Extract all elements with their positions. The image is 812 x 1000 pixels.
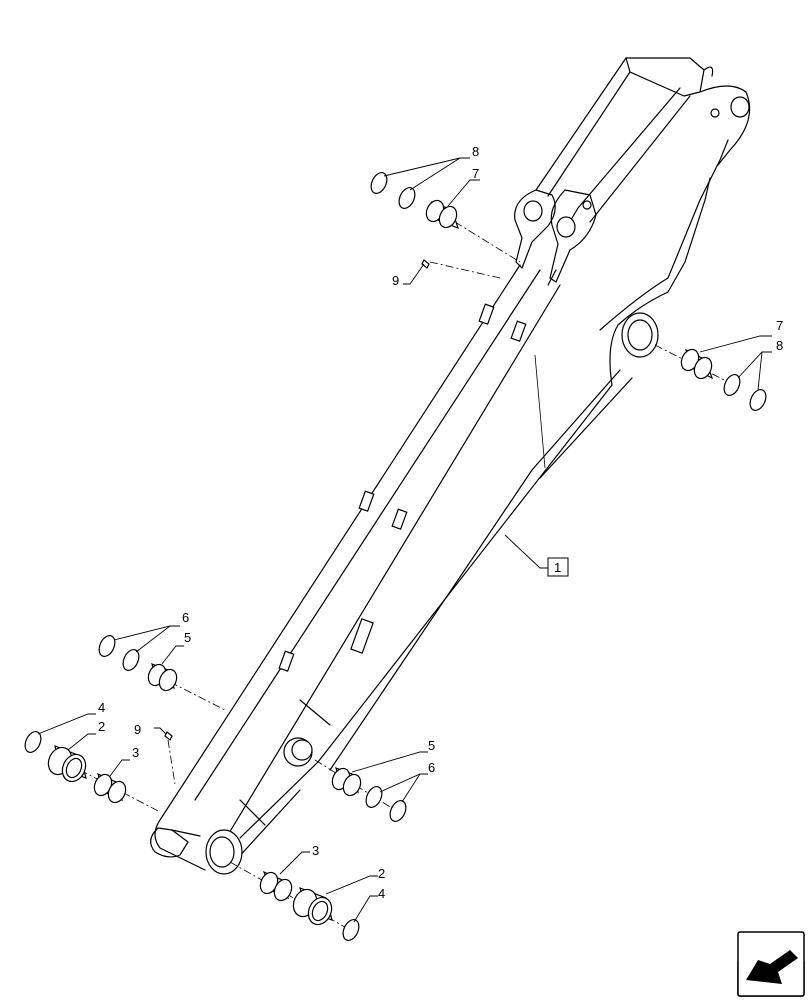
ring-right-1 [723,374,741,396]
callout-6-mid-left: 6 [182,610,189,625]
pin-top-left [425,199,459,230]
boom-lug-hole-right [556,216,576,238]
bush-bottom [292,887,333,926]
grease-nipple-bottom [164,731,173,741]
boom-gear-boss [283,737,313,767]
boom-foot [150,827,243,875]
callout-2-left: 2 [98,719,105,734]
ring-bottom [342,919,360,941]
boom-top-grease-point [710,108,720,118]
callout-6-bottom: 6 [428,760,435,775]
callout-labels: 8 7 9 7 8 6 5 4 2 3 9 5 6 3 2 4 [98,144,783,901]
callout-7-top: 7 [472,166,479,181]
sleeve-bottom [259,870,293,902]
callout-3-bottom: 3 [312,843,319,858]
bush-left [47,745,87,783]
pin-right [680,348,714,380]
callout-5-mid-left: 5 [184,630,191,645]
ring-top-left-2 [398,187,416,209]
bush-bottom-center [331,766,362,797]
callout-8-top: 8 [472,144,479,159]
boom-arm [154,57,751,871]
boom-right-pivot [621,312,659,358]
ring-right-2 [749,389,767,411]
callout-8-right: 8 [776,338,783,353]
sleeve-left [93,772,127,804]
main-part-number: 1 [554,560,561,575]
ring-bottom-center-1 [365,786,383,808]
ring-mid-left-2 [122,649,140,671]
grease-nipple-top [421,259,430,269]
ring-bottom-center-2 [389,800,407,822]
ring-top-left-1 [370,172,388,194]
callout-3-left: 3 [132,745,139,760]
callout-4-left: 4 [98,700,105,715]
main-part-label: 1 [547,557,569,577]
callout-9-bottom: 9 [134,722,141,737]
callout-7-right: 7 [776,318,783,333]
boom-lug-hole-left [523,200,543,222]
boom-top-hole [730,96,750,118]
ring-left [24,731,42,753]
boom-lug-grease-point [582,200,592,210]
next-page-arrow-icon[interactable] [737,931,805,997]
boom-slots [278,303,527,672]
ring-mid-left-1 [98,635,116,657]
callout-4-bottom: 4 [378,886,385,901]
callout-9-top: 9 [392,273,399,288]
callout-5-bottom: 5 [428,738,435,753]
bush-mid-left [147,662,178,692]
callout-2-bottom: 2 [378,866,385,881]
leader-lines [37,157,772,923]
